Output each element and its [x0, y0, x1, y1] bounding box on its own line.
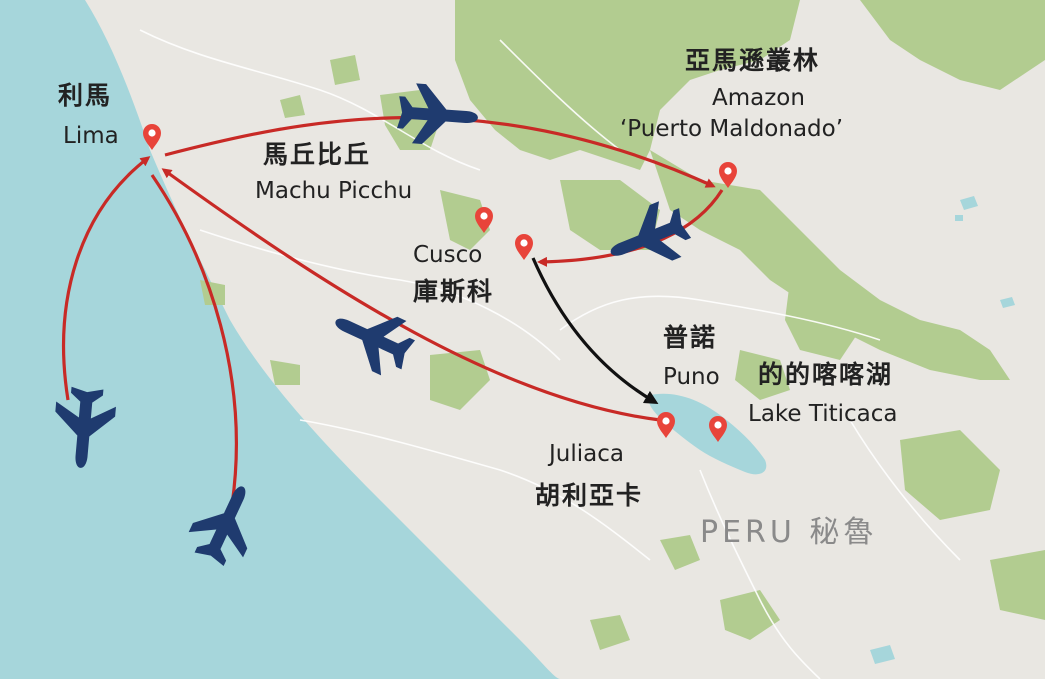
titicaca-label-en: Lake Titicaca — [748, 401, 898, 427]
juliaca-label-zh: 胡利亞卡 — [535, 481, 644, 510]
cusco-label-zh: 庫斯科 — [413, 277, 495, 306]
forest-areas — [200, 0, 1045, 650]
region-borders — [139, 29, 961, 679]
titicaca-label-zh: 的的喀喀湖 — [758, 360, 894, 389]
lima-label-zh: 利馬 — [58, 81, 113, 110]
amazon-label-zh: 亞馬遜叢林 — [685, 46, 821, 75]
machu-picchu-label-zh: 馬丘比丘 — [263, 140, 372, 169]
pacific-ocean — [0, 0, 560, 679]
route-lima-loop-west — [62, 156, 151, 401]
lake-titicaca — [648, 393, 767, 475]
country-label: PERU 秘魯 — [700, 515, 878, 550]
cusco-label-en: Cusco — [413, 242, 483, 268]
juliaca-label-en: Juliaca — [549, 441, 624, 467]
puno-label-en: Puno — [663, 364, 720, 390]
flight-routes — [62, 115, 724, 506]
puerto-maldonado-label: ‘Puerto Maldonado’ — [620, 116, 844, 142]
route-cusco-puno-ground — [531, 257, 659, 405]
lima-label-en: Lima — [63, 123, 119, 149]
route-juliaca-lima — [161, 168, 661, 422]
machu-picchu-label-en: Machu Picchu — [255, 178, 413, 204]
puno-label-zh: 普諾 — [663, 323, 718, 352]
amazon-label-en: Amazon — [712, 85, 805, 111]
route-lima-loop-south — [150, 174, 238, 506]
route-amazon-cusco — [537, 189, 724, 267]
